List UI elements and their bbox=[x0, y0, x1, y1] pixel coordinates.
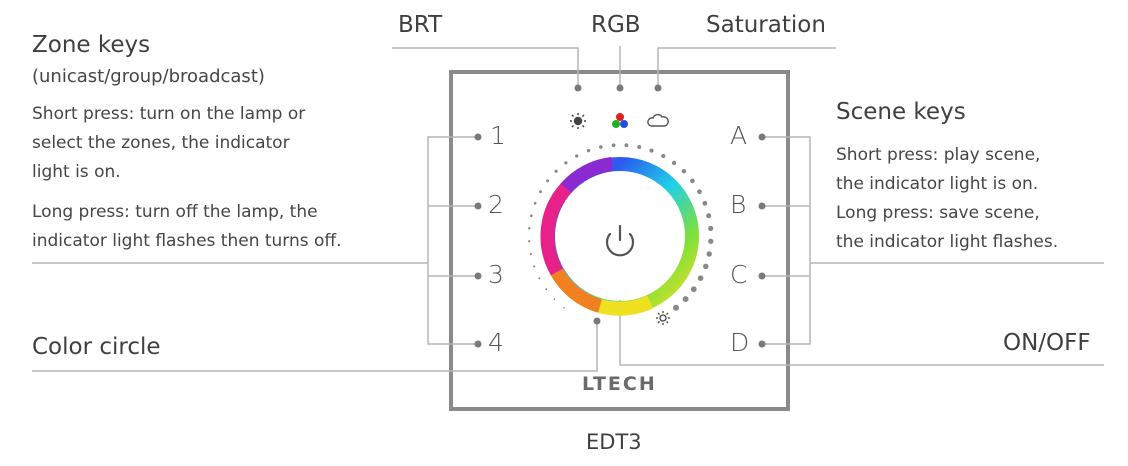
model-label: EDT3 bbox=[586, 430, 642, 454]
brightness-dot bbox=[703, 263, 709, 270]
scene-key-b[interactable]: B bbox=[730, 190, 747, 219]
brightness-dot bbox=[706, 251, 712, 257]
scene-keys-title: Scene keys bbox=[836, 99, 966, 125]
brightness-dot bbox=[598, 145, 603, 149]
brightness-dot bbox=[546, 179, 550, 183]
zone-long-press-2: indicator light flashes then turns off. bbox=[32, 231, 342, 251]
zone-key-2[interactable]: 2 bbox=[488, 190, 504, 219]
brightness-dot bbox=[528, 240, 531, 243]
scene-line-4: the indicator light flashes. bbox=[836, 232, 1059, 252]
brightness-dot bbox=[530, 214, 533, 217]
color-wheel-yellow bbox=[598, 295, 653, 316]
brightness-dot bbox=[708, 225, 714, 231]
power-icon[interactable] bbox=[605, 224, 635, 257]
sun-icon bbox=[570, 113, 586, 129]
brightness-dot bbox=[553, 298, 556, 300]
brightness-dot bbox=[702, 200, 708, 206]
brightness-dot bbox=[649, 148, 654, 153]
saturation-label: Saturation bbox=[706, 12, 826, 38]
color-wheel-purple bbox=[560, 157, 614, 193]
brightness-dot bbox=[611, 143, 616, 148]
zone-short-press-1: Short press: turn on the lamp or bbox=[32, 104, 306, 124]
zone-keys-title: Zone keys bbox=[32, 32, 151, 58]
brand-logo-text: LTECH bbox=[582, 373, 657, 395]
brightness-dot bbox=[673, 304, 679, 311]
color-wheel-orange bbox=[550, 268, 603, 313]
brightness-dot bbox=[554, 169, 558, 173]
scene-line-3: Long press: save scene, bbox=[836, 203, 1040, 223]
zone-key-3[interactable]: 3 bbox=[488, 260, 504, 289]
brightness-dot bbox=[539, 190, 542, 194]
brightness-dot bbox=[708, 238, 714, 244]
cloud-icon bbox=[647, 113, 669, 127]
brightness-dot bbox=[697, 189, 702, 195]
rgb-dots-icon bbox=[612, 113, 628, 128]
color-wheel-magenta bbox=[540, 183, 572, 276]
brightness-dot bbox=[529, 252, 532, 256]
scene-line-2: the indicator light is on. bbox=[836, 174, 1039, 194]
brightness-dot bbox=[690, 178, 695, 184]
brightness-dot bbox=[681, 168, 687, 174]
on-off-leader bbox=[619, 268, 1104, 366]
scene-key-d[interactable]: D bbox=[730, 328, 750, 357]
brightness-dot bbox=[533, 201, 537, 205]
sun-small-icon bbox=[656, 311, 670, 325]
zone-bracket bbox=[32, 136, 476, 345]
on-off-label: ON/OFF bbox=[1003, 330, 1091, 356]
scene-line-1: Short press: play scene, bbox=[836, 145, 1041, 165]
brightness-dot bbox=[586, 148, 591, 153]
brightness-dot bbox=[671, 160, 677, 166]
brightness-dot bbox=[690, 286, 697, 293]
brightness-dot bbox=[528, 227, 531, 230]
brightness-dot bbox=[538, 277, 541, 280]
brightness-dot bbox=[564, 161, 568, 165]
scene-bracket bbox=[764, 136, 1104, 345]
scene-key-a[interactable]: A bbox=[730, 121, 748, 150]
brightness-dot bbox=[563, 306, 565, 309]
brightness-dot-ring bbox=[528, 143, 714, 311]
brightness-dot bbox=[682, 296, 689, 303]
brightness-dot bbox=[533, 265, 536, 268]
brightness-dot bbox=[697, 275, 704, 282]
zone-short-press-2: select the zones, the indicator bbox=[32, 133, 290, 153]
zone-keys-subtitle: (unicast/group/broadcast) bbox=[32, 66, 265, 87]
brightness-dot bbox=[545, 288, 548, 291]
zone-short-press-3: light is on. bbox=[32, 162, 121, 182]
color-circle-leader bbox=[32, 321, 598, 372]
top-leader-lines bbox=[392, 46, 836, 86]
brightness-dot bbox=[575, 154, 579, 158]
brightness-dot bbox=[624, 143, 629, 148]
zone-key-1[interactable]: 1 bbox=[490, 121, 506, 150]
brightness-dot bbox=[661, 153, 666, 159]
color-circle-label: Color circle bbox=[32, 334, 161, 360]
rgb-label: RGB bbox=[591, 12, 641, 38]
brt-label: BRT bbox=[398, 12, 443, 38]
scene-key-c[interactable]: C bbox=[730, 260, 748, 289]
zone-key-4[interactable]: 4 bbox=[488, 328, 504, 357]
brightness-dot bbox=[637, 145, 642, 149]
brightness-dot bbox=[706, 213, 712, 219]
zone-long-press-1: Long press: turn off the lamp, the bbox=[32, 202, 318, 222]
